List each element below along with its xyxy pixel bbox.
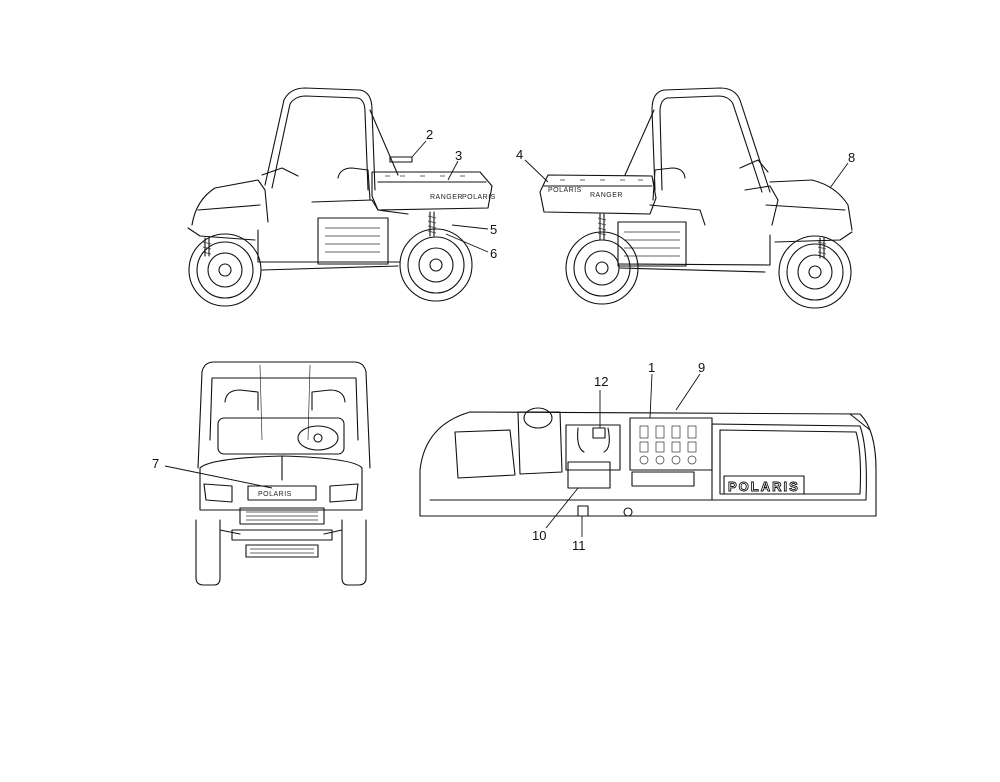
- wheel-front-right: [778, 235, 852, 309]
- callout-2: 2: [426, 127, 433, 142]
- vehicle-top-view: POLARIS: [419, 407, 877, 517]
- ranger-decal-left: RANGER: [430, 194, 463, 201]
- polaris-logo-hood: POLARIS: [728, 479, 800, 494]
- vehicle-right-side-view: POLARIS RANGER: [539, 87, 853, 309]
- callout-8: 8: [848, 150, 855, 165]
- vehicle-left-side-view: RANGER POLARIS: [187, 87, 496, 307]
- polaris-decal-left-bed: POLARIS: [462, 194, 496, 201]
- vehicle-front-view: POLARIS: [195, 361, 371, 586]
- wheel-rear: [399, 228, 473, 302]
- callout-4: 4: [516, 147, 523, 162]
- callout-12: 12: [594, 374, 608, 389]
- leader-lines: [164, 140, 849, 537]
- callout-9: 9: [698, 360, 705, 375]
- callout-3: 3: [455, 148, 462, 163]
- callout-7: 7: [152, 456, 159, 471]
- ranger-decal-right: RANGER: [590, 192, 623, 199]
- polaris-decal-front: POLARIS: [258, 491, 292, 498]
- callout-1: 1: [648, 360, 655, 375]
- callout-numbers: 2 3 4 5 6 8 7 12 1 9 10 11: [152, 127, 855, 553]
- callout-10: 10: [532, 528, 546, 543]
- callout-11: 11: [572, 538, 586, 553]
- callout-5: 5: [490, 222, 497, 237]
- polaris-decal-right-bed: POLARIS: [548, 187, 582, 194]
- callout-6: 6: [490, 246, 497, 261]
- wheel-rear-right: [565, 231, 639, 305]
- wheel-front: [188, 233, 262, 307]
